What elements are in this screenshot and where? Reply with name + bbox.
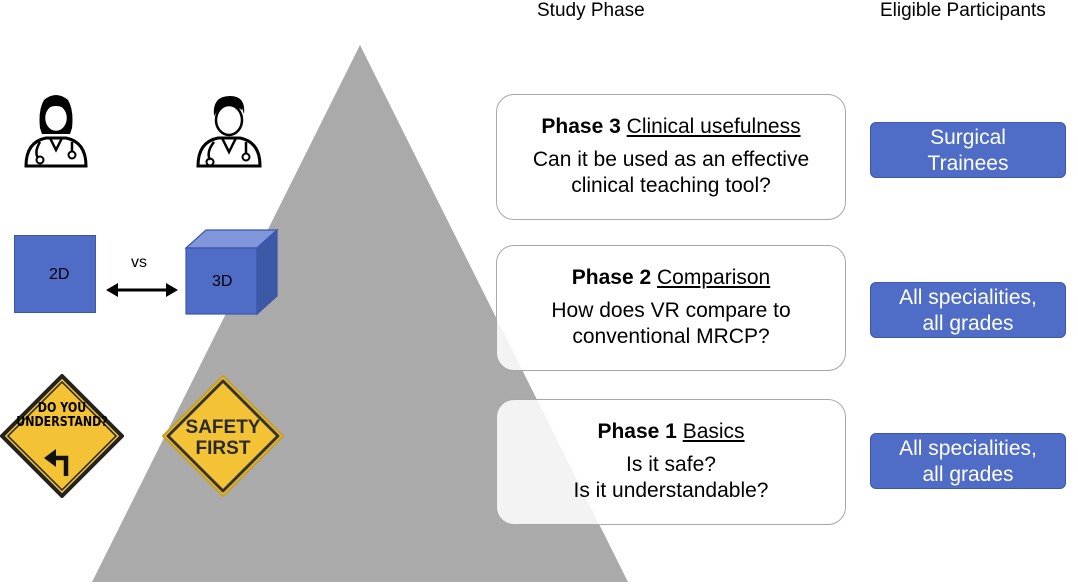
phase-2-number: Phase 2: [571, 266, 652, 289]
eligible-participants-header: Eligible Participants: [880, 0, 1046, 21]
participants-phase-2-line1: All specialities,: [899, 286, 1037, 309]
phase-2-question: How does VR compare to conventional MRCP…: [497, 298, 845, 350]
phase-3-question-line1: Can it be used as an effective: [532, 148, 810, 171]
phase-1-number: Phase 1: [597, 420, 677, 443]
participants-phase-1-line2: all grades: [922, 463, 1014, 486]
safety-line2: FIRST: [195, 438, 251, 459]
phase-3-title: Phase 3 Clinical usefulness: [497, 115, 845, 139]
double-arrow-icon: [106, 283, 178, 297]
understand-sign: [0, 374, 124, 498]
female-doctor-icon: [24, 95, 88, 168]
phase-3-name: Clinical usefulness: [626, 115, 801, 138]
phase-1-title: Phase 1 Basics: [497, 420, 845, 444]
safety-sign: [162, 375, 284, 497]
phase-3-box: Phase 3 Clinical usefulness Can it be us…: [496, 94, 846, 220]
phase-2-name: Comparison: [657, 266, 771, 289]
turn-left-arrow-icon: [44, 449, 69, 476]
study-phase-header: Study Phase: [537, 0, 645, 21]
phase-2-box: Phase 2 Comparison How does VR compare t…: [496, 245, 846, 371]
phase-3-question-line2: clinical teaching tool?: [571, 174, 771, 197]
participants-phase-2-line2: all grades: [922, 312, 1014, 335]
label-3d: 3D: [212, 273, 233, 290]
male-doctor-icon: [196, 96, 262, 168]
phase-2-title: Phase 2 Comparison: [497, 266, 845, 290]
vs-label: vs: [131, 254, 147, 271]
understand-line1: DO YOU: [37, 401, 87, 416]
phase-2-question-line1: How does VR compare to: [551, 299, 791, 322]
phase-3-question: Can it be used as an effective clinical …: [497, 147, 845, 199]
participants-badge-phase-1: All specialities, all grades: [870, 433, 1066, 489]
label-2d: 2D: [49, 266, 70, 283]
phase-1-box: Phase 1 Basics Is it safe? Is it underst…: [496, 399, 846, 525]
safety-line1: SAFETY: [185, 417, 261, 438]
phase-1-question: Is it safe? Is it understandable?: [497, 452, 845, 504]
participants-badge-phase-3: Surgical Trainees: [870, 122, 1066, 178]
understand-line2: UNDERSTAND?: [16, 415, 108, 430]
safety-sign-text: SAFETY FIRST: [159, 417, 287, 459]
cube-3d: [184, 228, 279, 316]
phase-2-question-line2: conventional MRCP?: [572, 325, 770, 348]
phase-1-question-line1: Is it safe?: [626, 453, 716, 476]
participants-badge-phase-2: All specialities, all grades: [870, 282, 1066, 338]
participants-phase-1-line1: All specialities,: [899, 437, 1037, 460]
phase-1-question-line2: Is it understandable?: [573, 479, 769, 502]
flat-square-2d: 2D: [14, 235, 96, 313]
participants-phase-3-line2: Trainees: [927, 152, 1009, 175]
phase-1-name: Basics: [682, 420, 745, 443]
phase-3-number: Phase 3: [541, 115, 621, 138]
understand-sign-text: DO YOU UNDERSTAND?: [9, 402, 114, 430]
participants-phase-3-line1: Surgical: [930, 126, 1006, 149]
